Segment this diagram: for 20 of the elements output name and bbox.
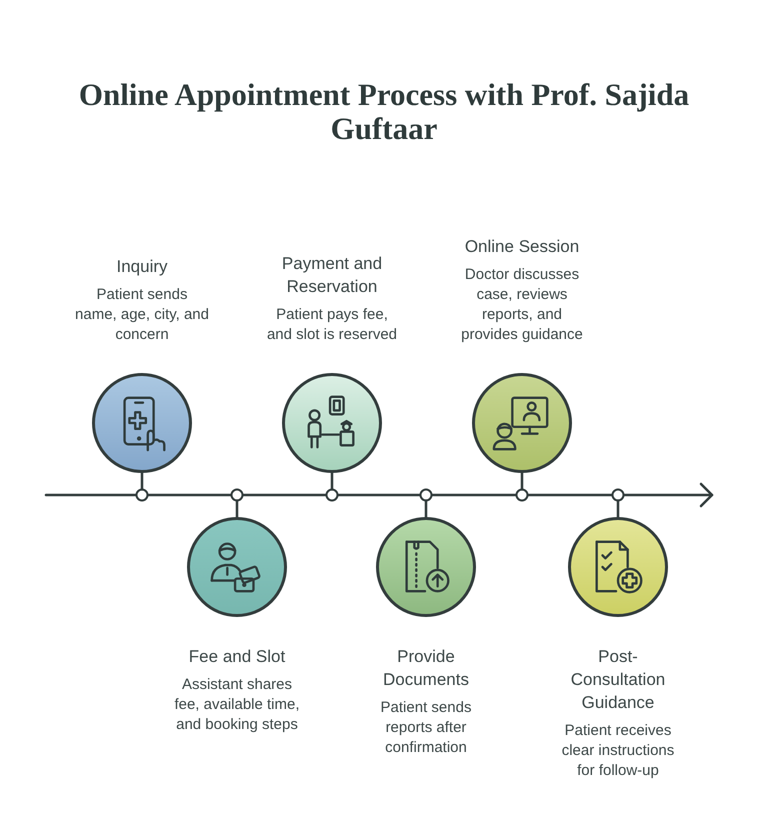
step-description: Patient sends reports after confirmation: [380, 698, 472, 758]
diagram-title: Online Appointment Process with Prof. Sajida Guftaar: [78, 78, 690, 146]
step-title: Provide Documents: [382, 646, 470, 691]
step-title: Fee and Slot: [188, 646, 286, 668]
connector-line: [520, 472, 524, 491]
connector-line: [236, 499, 238, 518]
step-title: Post-Consultation Guidance: [570, 646, 666, 714]
step-description: Patient receives clear instructions for follow-up: [560, 721, 676, 781]
step-title: Payment and Reservation: [280, 253, 384, 298]
step-description: Patient pays fee, and slot is reserved: [266, 305, 398, 345]
step-title: Online Session: [464, 236, 580, 258]
connector-line: [424, 499, 428, 518]
connector-line: [330, 472, 334, 491]
step-description: Assistant shares fee, available time, and booking steps: [173, 675, 301, 735]
step-description: Doctor discusses case, reviews reports, and provides guidance: [460, 265, 584, 345]
timeline-arrow: [45, 481, 714, 509]
step-description: Patient sends name, age, city, and concern: [74, 285, 210, 345]
connector-line: [616, 499, 620, 518]
step-title: Inquiry: [115, 256, 169, 278]
connector-line: [140, 472, 144, 491]
